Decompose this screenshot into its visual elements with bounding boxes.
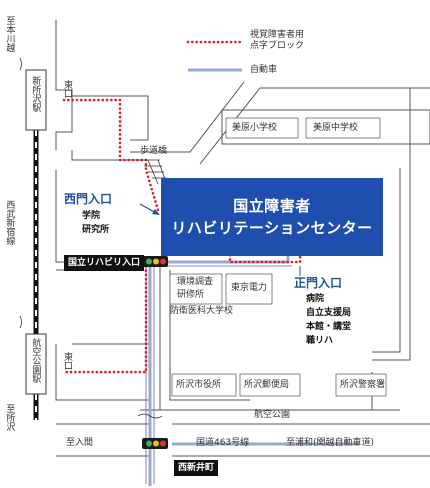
legend-car-label: 自動車: [250, 65, 278, 75]
seibu-shinjuku-line-label: 西武新宿線: [4, 200, 15, 245]
road-break: [19, 315, 22, 329]
route-463-label: 国道463号線: [196, 438, 250, 448]
west-gate-sub-1: 学院: [82, 211, 101, 221]
station-box: [25, 333, 47, 395]
facility-box: [239, 373, 301, 397]
facility-box: [335, 373, 387, 397]
station-box: [25, 69, 47, 131]
block-outline: [169, 270, 250, 401]
road-break: [137, 413, 163, 419]
signal-name-tag: 国立リハビリ入口: [64, 255, 145, 271]
block-outline: [199, 87, 430, 165]
to-hon-kawagoe-label: 至本川越: [4, 16, 15, 52]
school-box: [225, 117, 299, 139]
legend-braille-label-1: 視覚障害者用: [250, 30, 305, 40]
facility-box: [171, 373, 237, 397]
facility-box: [169, 273, 223, 305]
west-gate-title: 西門入口: [64, 192, 113, 206]
env-research-label-2: 研修所: [177, 290, 205, 300]
defense-medical-label: 防衛医科大学校: [170, 306, 234, 316]
block-outline: [372, 168, 401, 353]
east-exit-top-label: 東口: [62, 80, 72, 98]
tokyo-power-label: 東京電力: [231, 283, 268, 293]
block-outline: [71, 150, 140, 161]
env-research-label-1: 環境調査: [177, 277, 214, 287]
block-outline: [130, 81, 245, 153]
mihara-elementary-label: 美原小学校: [232, 123, 278, 133]
traffic-signal-lower: [142, 438, 168, 449]
west-gate-sub-2: 研究所: [82, 225, 110, 235]
school-box: [305, 117, 381, 139]
institution-name-line2: リハビリテーションセンター: [171, 219, 373, 237]
city-office-label: 所沢市役所: [176, 380, 222, 390]
intersection-name-tag: 西新井町: [174, 460, 219, 476]
block-outline: [55, 344, 150, 401]
main-gate-sub-4: 職リハ: [306, 336, 334, 346]
mihara-junior-label: 美原中学校: [313, 123, 359, 133]
block-outline: [372, 88, 411, 361]
school-block: [221, 109, 430, 145]
shin-tokorozawa-station-label: 新所沢駅: [30, 76, 41, 112]
legend-braille-label-2: 点字ブロック: [250, 41, 305, 51]
main-gate-sub-3: 本館・講堂: [306, 322, 352, 332]
facility-box: [225, 273, 273, 305]
block-outline: [71, 95, 149, 141]
institution-building: [161, 178, 383, 256]
to-tokorozawa-label: 至所沢: [4, 404, 15, 431]
braille-route: [62, 98, 302, 374]
post-office-label: 所沢郵便局: [244, 380, 290, 390]
west-gate-arrowhead: [152, 209, 160, 215]
main-gate-sub-2: 自立支援局: [306, 308, 352, 318]
east-exit-bottom-label: 東口: [62, 352, 72, 370]
kokukoen-station-label: 航空公園駅: [30, 338, 41, 383]
police-label: 所沢警察署: [340, 380, 386, 390]
main-gate-sub-1: 病院: [306, 294, 325, 304]
road-break: [19, 57, 22, 71]
institution-name: 国立障害者 リハビリテーションセンター: [161, 178, 383, 256]
to-iruma-label: 至入間: [66, 438, 94, 448]
to-urawa-label: 至浦和(関越自動車道): [286, 438, 375, 448]
park-label: 航空公園: [254, 410, 291, 420]
traffic-signal-upper: [142, 256, 168, 267]
main-gate-title: 正門入口: [294, 276, 343, 290]
footbridge-label: 歩道橋: [140, 146, 168, 156]
institution-name-line1: 国立障害者: [233, 197, 311, 215]
